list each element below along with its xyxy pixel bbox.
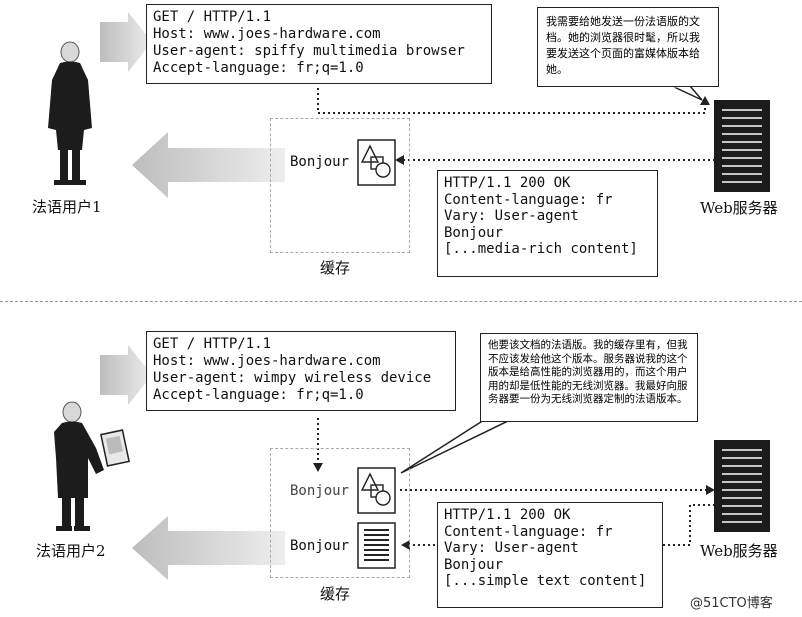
- media-rich-document-icon-top: [357, 139, 396, 186]
- request-arrow-bottom: [100, 345, 152, 405]
- response-line: Vary: User-agent: [444, 540, 579, 556]
- text-document-icon: [357, 522, 396, 569]
- response-line: [...media-rich content]: [444, 241, 638, 257]
- request-line: Accept-language: fr;q=1.0: [153, 387, 364, 403]
- cache-area-bottom: [270, 448, 410, 578]
- cache-label-top: 缓存: [320, 259, 351, 277]
- request-box-bottom: GET / HTTP/1.1 Host: www.joes-hardware.c…: [146, 331, 456, 411]
- web-server-2-icon: [714, 440, 770, 532]
- request-line: User-agent: spiffy multimedia browser: [153, 43, 465, 59]
- request-arrow-top: [100, 12, 152, 72]
- cache-item-label-top: Bonjour: [290, 154, 350, 170]
- response-arrow-bottom: [132, 516, 285, 580]
- bubble-text: 他要该文档的法语版。我的缓存里有，但我不应该发给他这个版本。服务器说我的这个版本…: [488, 339, 688, 406]
- request-line: GET / HTTP/1.1: [153, 336, 272, 352]
- cache-thought-bubble-bottom: 他要该文档的法语版。我的缓存里有，但我不应该发给他这个版本。服务器说我的这个版本…: [480, 333, 698, 422]
- response-line: Vary: User-agent: [444, 208, 579, 224]
- response-line: Bonjour: [444, 224, 504, 241]
- response-line: Bonjour: [444, 556, 504, 573]
- french-user-2-figure: [54, 401, 130, 531]
- request-line: Accept-language: fr;q=1.0: [153, 60, 364, 76]
- request-line: Host: www.joes-hardware.com: [153, 26, 381, 42]
- cache-area-top: [270, 118, 410, 253]
- media-rich-document-icon-bottom: [357, 467, 396, 514]
- web-server-1-icon: [714, 100, 770, 192]
- server-label-bottom: Web服务器: [700, 542, 778, 560]
- response-arrow-top: [132, 132, 285, 198]
- response-line: Content-language: fr: [444, 523, 613, 540]
- user-label-bottom: 法语用户2: [36, 542, 106, 560]
- server-label-top: Web服务器: [700, 199, 778, 217]
- user-label-top: 法语用户1: [32, 198, 102, 216]
- watermark: @51CTO博客: [690, 596, 773, 611]
- response-line: HTTP/1.1 200 OK: [444, 175, 571, 191]
- response-line: [...simple text content]: [444, 573, 647, 589]
- response-box-top: HTTP/1.1 200 OK Content-language: fr Var…: [437, 170, 658, 277]
- request-line: GET / HTTP/1.1: [153, 9, 272, 25]
- response-line: Content-language: fr: [444, 191, 613, 208]
- request-line: Host: www.joes-hardware.com: [153, 353, 381, 369]
- request-line: User-agent: wimpy wireless device: [153, 370, 432, 386]
- cache-thought-bubble-top: 我需要给她发送一份法语版的文档。她的浏览器很时髦，所以我要发送这个页面的富媒体版…: [537, 7, 719, 87]
- response-box-bottom: HTTP/1.1 200 OK Content-language: fr Var…: [437, 502, 663, 608]
- bubble-text: 我需要给她发送一份法语版的文档。她的浏览器很时髦，所以我要发送这个页面的富媒体版…: [546, 15, 700, 76]
- cache-label-bottom: 缓存: [320, 585, 351, 603]
- cache-item-label-bottom-1: Bonjour: [290, 483, 350, 499]
- response-line: HTTP/1.1 200 OK: [444, 507, 571, 523]
- request-box-top: GET / HTTP/1.1 Host: www.joes-hardware.c…: [146, 4, 492, 84]
- section-divider: [0, 301, 802, 302]
- cache-item-label-bottom-2: Bonjour: [290, 538, 350, 554]
- french-user-1-figure: [48, 41, 92, 185]
